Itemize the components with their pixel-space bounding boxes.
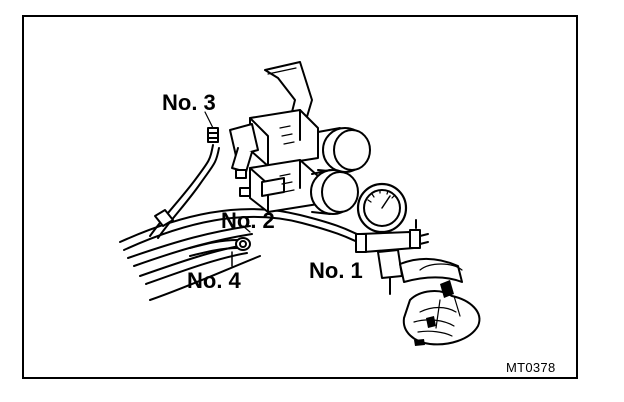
vacuum-gauge-pump: [355, 182, 481, 346]
no3-leader: [204, 111, 214, 129]
callout-no1: No. 1: [309, 258, 363, 283]
callout-no4: No. 4: [187, 268, 241, 293]
callout-no2: No. 2: [221, 208, 275, 233]
figure-code: MT0378: [506, 360, 556, 375]
no2-leader: [242, 225, 251, 233]
callout-no3: No. 3: [162, 90, 216, 115]
vsv-assembly: [229, 61, 371, 215]
